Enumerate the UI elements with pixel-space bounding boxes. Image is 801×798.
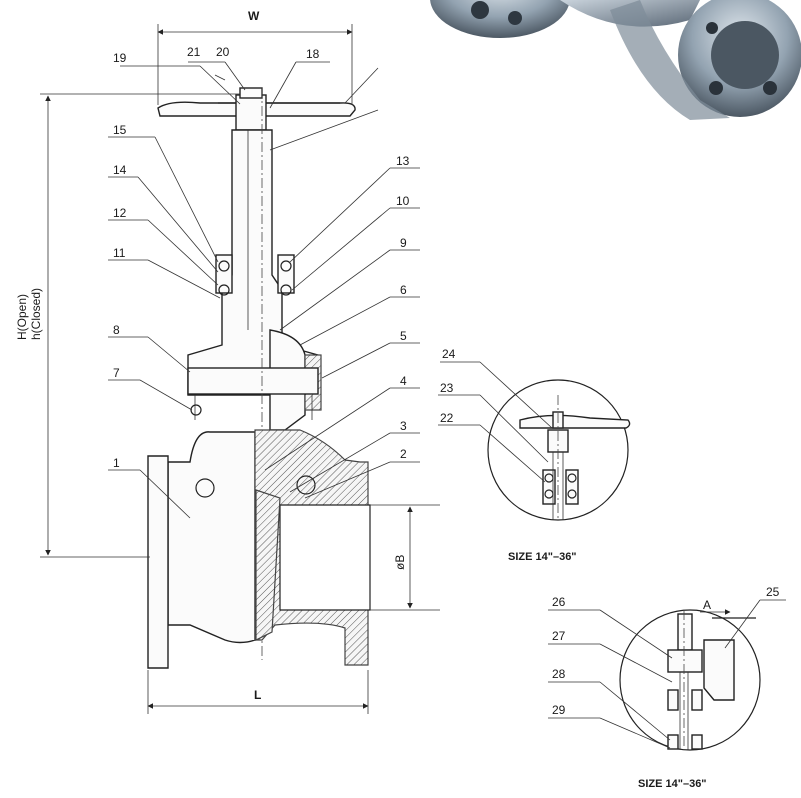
callout: 18 xyxy=(306,47,320,61)
callout: 19 xyxy=(113,51,127,65)
detail-gear-operator xyxy=(548,599,786,751)
callout: 21 xyxy=(187,45,201,59)
callout: 3 xyxy=(400,419,407,433)
dim-height-closed-label: h(Closed) xyxy=(29,288,43,340)
detail-large-size xyxy=(438,361,631,521)
callout: 9 xyxy=(400,236,407,250)
dim-width-label: W xyxy=(248,9,260,23)
callout: 12 xyxy=(113,206,127,220)
callout: 6 xyxy=(400,283,407,297)
callout: 25 xyxy=(766,585,780,599)
callout: 7 xyxy=(113,366,120,380)
dim-length-label: L xyxy=(254,688,261,702)
callout: 20 xyxy=(216,45,230,59)
callout: 11 xyxy=(113,246,126,260)
callout: 13 xyxy=(396,154,410,168)
callout: 24 xyxy=(442,347,456,361)
callout: 27 xyxy=(552,629,566,643)
main-valve-section xyxy=(40,24,440,714)
callout: 15 xyxy=(113,123,127,137)
callout: 26 xyxy=(552,595,566,609)
callout: 8 xyxy=(113,323,120,337)
callout: 29 xyxy=(552,703,566,717)
valve-photo xyxy=(430,0,801,122)
dim-bore-label: øB xyxy=(393,555,407,570)
detail-caption: SIZE 14"–36" xyxy=(508,551,577,563)
callout: 5 xyxy=(400,329,407,343)
callout: 28 xyxy=(552,667,566,681)
callout: 2 xyxy=(400,447,407,461)
dim-height-open-label: H(Open) xyxy=(15,294,29,340)
valve-body xyxy=(165,431,256,644)
callout: 23 xyxy=(440,381,454,395)
callout: 14 xyxy=(113,163,127,177)
gear-mark: A xyxy=(703,598,711,612)
detail-caption: SIZE 14"–36" xyxy=(638,778,707,790)
callout: 10 xyxy=(396,194,410,208)
callout: 4 xyxy=(400,374,407,388)
callout: 22 xyxy=(440,411,454,425)
callout: 1 xyxy=(113,456,120,470)
